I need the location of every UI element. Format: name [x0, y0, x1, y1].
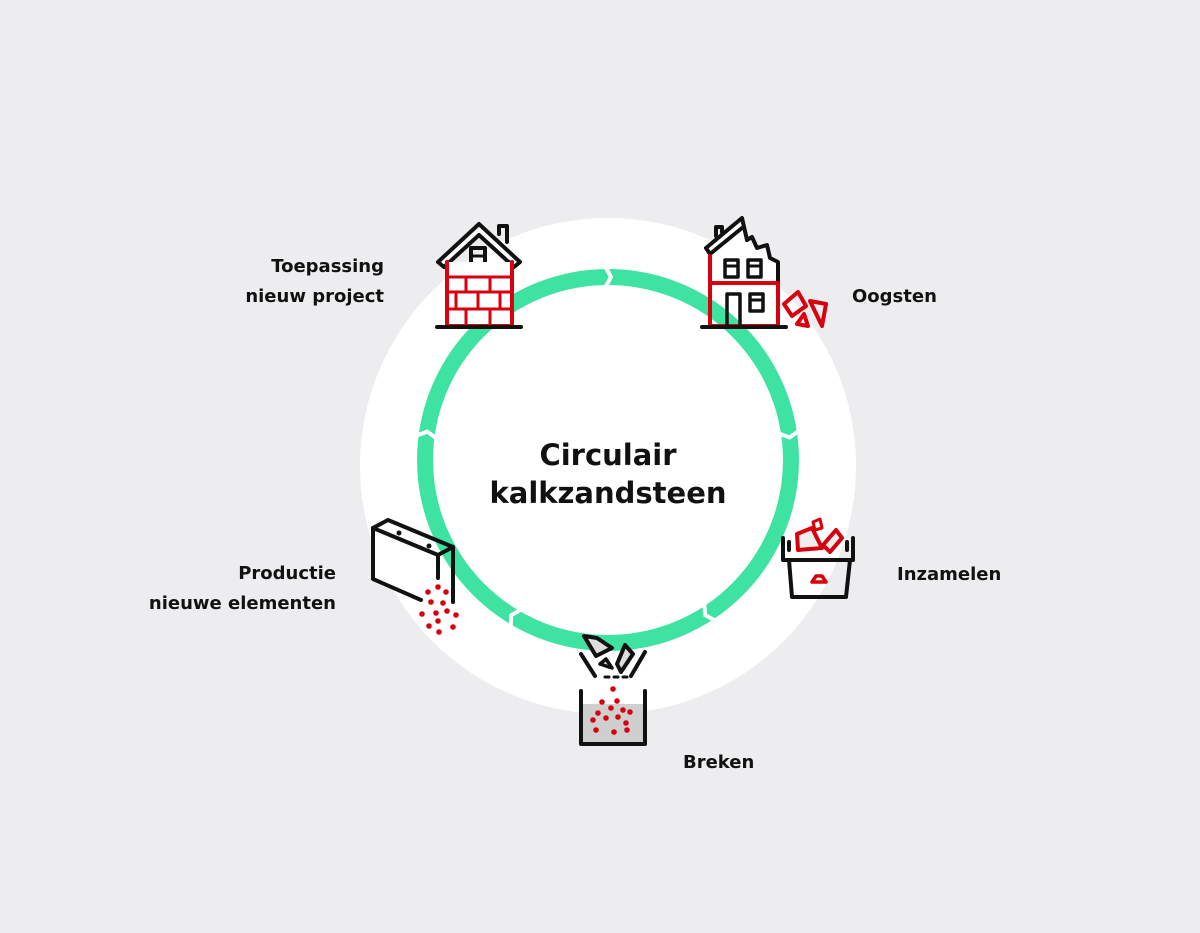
- center-title: Circulair kalkzandsteen: [458, 436, 758, 512]
- particle-dot: [433, 610, 439, 616]
- particle-dot: [426, 623, 432, 629]
- particle-dot: [610, 686, 616, 692]
- label-text: nieuwe elementen: [148, 593, 336, 614]
- particle-dot: [593, 727, 599, 733]
- demolished-house-icon: [700, 216, 828, 329]
- particle-dot: [440, 600, 446, 606]
- particle-dot: [608, 705, 614, 711]
- ring-arrow-chevron: [508, 607, 524, 628]
- particle-dot: [443, 589, 449, 595]
- particle-dot: [444, 608, 450, 614]
- label-text: Productie: [238, 563, 336, 584]
- new-block-icon: [371, 518, 459, 635]
- particle-dot: [615, 714, 621, 720]
- label-text: Toepassing: [271, 256, 384, 277]
- brick-house-icon: [435, 222, 523, 329]
- particle-dot: [595, 710, 601, 716]
- title-line-2: kalkzandsteen: [489, 476, 727, 510]
- label-text: Inzamelen: [897, 564, 1002, 585]
- label-text: Oogsten: [852, 286, 937, 307]
- particle-dot: [623, 720, 629, 726]
- label-text: nieuw project: [245, 286, 384, 307]
- ring-arrow-chevron: [414, 429, 439, 441]
- particle-dot: [611, 729, 617, 735]
- ring-arrow-chevron: [777, 428, 801, 440]
- ring-arrow-chevron: [603, 265, 614, 289]
- label-text: Breken: [683, 752, 755, 773]
- particle-dot: [419, 611, 425, 617]
- particle-dot: [590, 717, 596, 723]
- particle-dot: [436, 629, 442, 635]
- particle-dot: [624, 727, 630, 733]
- crusher-icon: [579, 634, 647, 746]
- particle-dot: [620, 707, 626, 713]
- title-line-1: Circulair: [539, 438, 677, 472]
- particle-dot: [435, 618, 441, 624]
- particle-dot: [599, 699, 605, 705]
- ring-arrow-gaps: [414, 265, 801, 628]
- label-inzamelen: Inzamelen: [897, 560, 1001, 590]
- particle-dot: [603, 715, 609, 721]
- label-productie: Productie nieuwe elementen: [149, 559, 336, 619]
- particle-dot: [614, 698, 620, 704]
- particle-dot: [450, 624, 456, 630]
- collection-bin-icon: [781, 517, 855, 599]
- particle-dot: [453, 612, 459, 618]
- particle-dot: [627, 709, 633, 715]
- label-oogsten: Oogsten: [852, 282, 937, 312]
- particle-dot: [428, 599, 434, 605]
- label-toepassing: Toepassing nieuw project: [245, 252, 384, 312]
- particle-dot: [435, 584, 441, 590]
- ring-arrow-chevron: [702, 602, 718, 623]
- particle-dot: [425, 589, 431, 595]
- label-breken: Breken: [683, 748, 754, 778]
